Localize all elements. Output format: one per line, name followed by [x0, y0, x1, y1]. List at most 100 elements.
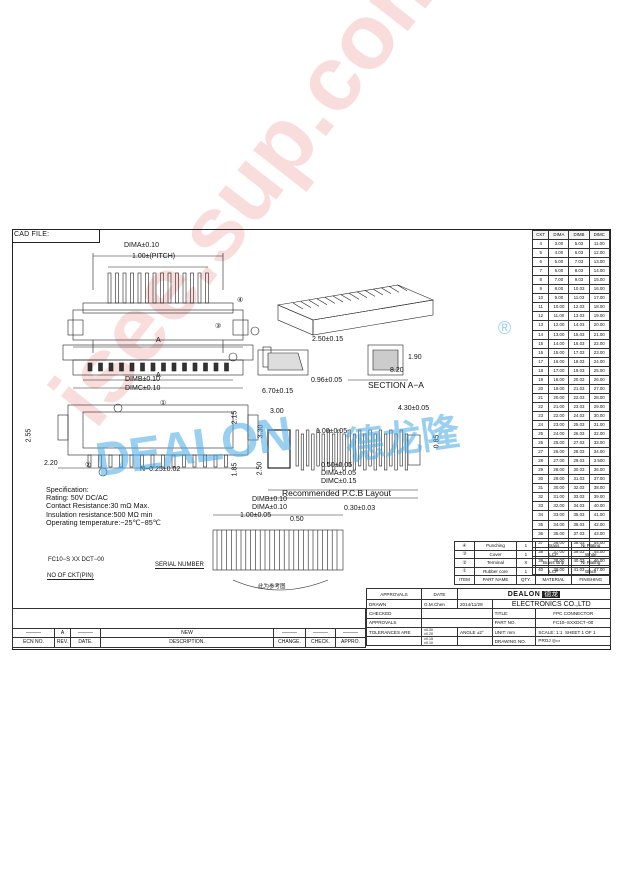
pcb-pad: [394, 433, 398, 471]
spec-line-4: Operating temperature:−25℃~85℃: [46, 517, 161, 527]
dim-cell: 27.03: [568, 438, 590, 449]
title-block: APPROVALS DATE DEALON 德龙 DRAWN G.M.Chen …: [366, 588, 612, 647]
top-pin: [130, 272, 134, 304]
dim-cell: 25.00: [548, 438, 570, 449]
dim-cell: 20: [531, 383, 550, 394]
pcb-pad: [404, 433, 408, 471]
bottom-pin: [192, 362, 198, 372]
dim-cell: 16: [531, 347, 550, 358]
parts-hdr-qty: QTY.: [515, 575, 536, 585]
callout-3: ③: [215, 323, 222, 330]
sec-096: 0.96±0.05: [311, 377, 343, 384]
lower-pin: [98, 454, 102, 468]
tb-company: ELECTRONICS CO.,LTD: [491, 598, 612, 610]
top-pin: [182, 272, 187, 304]
dim-cell: 25: [531, 429, 550, 440]
technical-drawing: [57, 253, 435, 591]
hdr-ckt: CKT: [531, 229, 550, 241]
dim-cell: 27: [531, 447, 550, 458]
dim-cell: 29.00: [588, 401, 610, 412]
dim-cell: 7.03: [568, 257, 590, 268]
dim-cell: 40.00: [588, 501, 610, 512]
tb-scale: SCALE: 1:1: [538, 629, 563, 635]
dim-cell: 13.03: [568, 311, 590, 322]
pcb-pad: [399, 429, 403, 467]
top-pin: [197, 272, 202, 304]
dim-cell: 36.00: [588, 465, 610, 476]
dim-n: N−0.25±0.02: [140, 466, 181, 473]
parts-cell: 1: [515, 549, 536, 559]
top-pin: [175, 272, 179, 304]
tb-drawn-by: G.M.Chen: [421, 598, 458, 610]
hdr-dima: DIMA: [548, 229, 570, 241]
tol-2: ±0.20: [424, 632, 433, 637]
dim-cell: 41.00: [588, 510, 610, 521]
tb-approvals: APPROVALS: [366, 588, 422, 600]
dim-cell: 15.00: [588, 275, 610, 286]
dim-cell: 13.00: [548, 329, 570, 340]
dim-cell: 43.00: [588, 528, 610, 539]
dim-cell: 31.00: [588, 419, 610, 431]
dim-cell: 14.00: [588, 266, 610, 277]
dim-cell: 12.00: [588, 248, 610, 259]
pcb-pad: [326, 429, 331, 467]
dim-cell: 30.00: [548, 483, 570, 494]
tb-proj-cell: PROJ ◎▭: [535, 636, 611, 647]
dim-table-header: CKT DIMA DIMB DIMC: [531, 229, 610, 241]
company-logo: DEALON: [507, 591, 541, 598]
dim-cell: 11.03: [568, 293, 590, 304]
dim-cell: 22.03: [568, 392, 590, 403]
dim-cell: 5: [531, 248, 550, 259]
dim-cell: 14.00: [548, 338, 570, 349]
no-of-ckt: NO OF CKT(PIN): [47, 573, 94, 580]
dim-cell: 10: [531, 293, 550, 304]
lower-pin: [119, 454, 123, 468]
dim-cell: 12.00: [548, 320, 570, 331]
dim-cell: 23.00: [588, 347, 610, 358]
dim-cell: 12: [531, 311, 550, 322]
dim-cell: 37.03: [568, 528, 590, 539]
pcb-pad: [321, 433, 325, 471]
tol-4: ±0.10: [424, 641, 433, 646]
dim-cell: 39.00: [588, 492, 610, 503]
dim-cell: 17: [531, 356, 550, 367]
dim-cell: 34.00: [588, 447, 610, 458]
iso-pin: [316, 298, 328, 306]
a-label-top: A: [156, 337, 161, 344]
bottom-dimc: DIMC±0.10: [125, 385, 161, 392]
rev-hdr-rev: REV.: [54, 637, 71, 648]
section-title: SECTION A−A: [368, 380, 424, 390]
dim-cell: 31.03: [568, 474, 590, 485]
dim-cell: 18.03: [568, 356, 590, 367]
spec-line-3: Insulation resistance:500 MΩ min: [46, 509, 153, 519]
dim-cell: 35.03: [568, 510, 590, 521]
dim-cell: 33.00: [588, 438, 610, 449]
dim-cell: 14: [531, 329, 550, 340]
lower-pin: [87, 454, 92, 468]
lower-view: [57, 403, 259, 477]
tape-view: [212, 514, 344, 591]
tb-scale-sheet: SCALE: 1:1 SHEET 1 OF 1: [535, 626, 611, 638]
lower-pin: [140, 454, 144, 468]
dim-cell: 26.03: [568, 429, 590, 440]
tb-checked: CHECKED: [366, 608, 422, 619]
hdr-dimb: DIMB: [568, 229, 590, 241]
tb-tolerances: TOLERANCES ARE: [366, 626, 422, 638]
top-dima: DIMA±0.10: [124, 242, 159, 249]
sec-250: 2.50±0.15: [312, 336, 344, 343]
rev-hdr-change: CHANGE.: [273, 637, 306, 648]
